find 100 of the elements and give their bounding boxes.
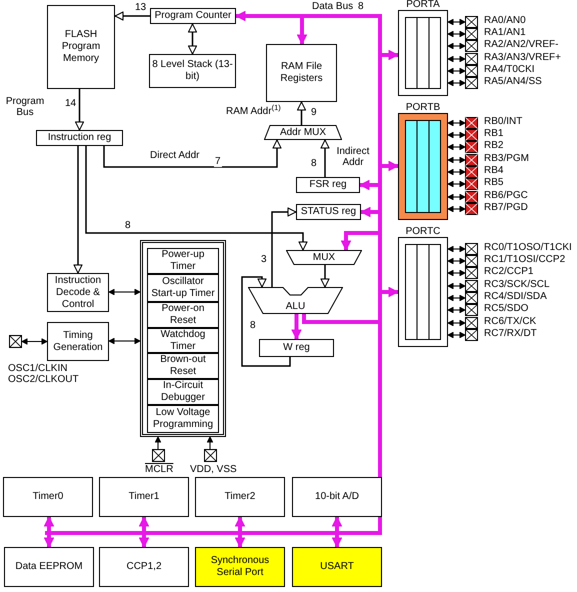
box-label: FSR reg: [308, 179, 348, 191]
register-box: [296, 177, 360, 193]
edge-label: 3: [260, 254, 268, 265]
peripheral-block: [292, 547, 382, 587]
box-label: MUX: [312, 252, 336, 264]
pin-label: OSC1/CLKIN: [8, 363, 68, 374]
port-label: PORTC: [404, 227, 442, 237]
peripheral-block: [99, 547, 189, 587]
arrow: [297, 102, 306, 125]
arrow: [448, 120, 466, 126]
pin-label: RB3/PGM: [484, 153, 530, 164]
pin-label: MCLR: [145, 464, 174, 475]
edge-label: 7: [214, 156, 222, 167]
function-box: [147, 379, 219, 405]
box-label: Synchronous Serial Port: [210, 555, 270, 579]
bus-label: Program Bus: [4, 96, 46, 118]
box-label: 8 Level Stack (13-bit): [151, 59, 234, 83]
box-label: FLASH Program Memory: [60, 29, 102, 65]
arrow: [448, 270, 466, 276]
peripheral-block: [99, 477, 189, 517]
function-box: [147, 328, 219, 353]
pin-label: RC0/T1OSO/T1CKI: [484, 242, 572, 253]
function-box: [147, 405, 219, 433]
box-label: In-Circuit Debugger: [160, 380, 206, 404]
arrow: [188, 24, 197, 54]
arrow: [360, 207, 380, 217]
box-label: Program Counter: [154, 10, 232, 22]
edge-label: 14: [64, 98, 78, 109]
arrow: [297, 16, 307, 44]
function-box: [147, 353, 219, 379]
arrow: [448, 332, 466, 338]
box-label: Instruction Decode & Control: [54, 274, 102, 310]
pin-label: VDD, VSS: [190, 464, 237, 475]
arrow: [207, 436, 213, 450]
box-label: STATUS reg: [300, 206, 358, 218]
box-label: USART: [319, 561, 355, 573]
reset-block: [140, 240, 226, 437]
arrow: [380, 50, 398, 60]
box-label: Power-on Reset: [160, 303, 206, 327]
memory-block: [266, 44, 337, 102]
box-label: Timing Generation: [52, 330, 104, 354]
arrow: [448, 181, 466, 187]
arrow: [341, 231, 380, 250]
box-label: Timer2: [224, 491, 256, 503]
box-label: Timer1: [128, 491, 160, 503]
port-label: PORTA: [405, 0, 441, 10]
arrow: [380, 161, 398, 171]
arrow: [292, 314, 302, 340]
arrow: [448, 144, 466, 150]
arrow: [271, 208, 296, 287]
pin-label: RB6/PGC: [484, 190, 528, 201]
arrow: [22, 338, 48, 344]
register-box: [296, 204, 361, 220]
control-block: [47, 322, 109, 361]
arrow: [235, 516, 245, 548]
box-label: ALU: [286, 301, 306, 313]
stack-block: [149, 54, 236, 88]
arrow: [320, 265, 330, 288]
arrow: [448, 56, 466, 62]
pin-label: RA3/AN3/VREF+: [484, 52, 561, 63]
port-label: PORTB: [404, 103, 442, 113]
pin-label: RB7/PGD: [484, 202, 528, 213]
peripheral-block: [195, 547, 285, 587]
arrow: [103, 140, 282, 168]
bus-label: Data Bus: [312, 1, 354, 12]
box-label: Low Voltage Programming: [152, 407, 214, 431]
box-label: Instruction reg: [46, 132, 112, 144]
arrow: [448, 19, 466, 25]
bus-label: RAM Addr$^{(1)}$: [226, 106, 281, 117]
arrow: [155, 436, 161, 450]
pin-label: RC3/SCK/SCL: [484, 279, 550, 290]
edge-label: 8: [124, 220, 132, 231]
peripheral-block: [195, 477, 285, 517]
pin-label: RB5: [484, 177, 504, 188]
register-box: [36, 130, 123, 146]
pin-label: RA5/AN4/SS: [484, 76, 542, 87]
register-box: [150, 8, 236, 24]
arrow: [380, 287, 398, 297]
arrow: [448, 320, 466, 326]
bus-label: Direct Addr: [150, 150, 200, 161]
connector-line: [302, 314, 380, 324]
arrow: [85, 146, 308, 250]
box-label: Oscillator Start-up Timer: [150, 276, 216, 300]
edge-label: 8: [310, 158, 318, 169]
arrow: [241, 276, 291, 367]
peripheral-block: [4, 547, 94, 587]
pin-label: RB4: [484, 165, 504, 176]
memory-block: [47, 5, 115, 89]
box-label: Power-up Timer: [160, 249, 206, 273]
peripheral-block: [292, 477, 382, 517]
bus-label: 8: [358, 1, 364, 12]
arrow: [320, 140, 330, 177]
register-box: [259, 339, 334, 357]
box-label: Timer0: [32, 491, 64, 503]
arrow: [108, 338, 140, 344]
box-label: RAM File Registers: [279, 61, 324, 85]
pin-label: RA4/T0CKI: [484, 64, 535, 75]
pin-label: RC1/T1OSI/CCP2: [484, 254, 566, 265]
arrow: [360, 180, 380, 190]
arrow: [448, 194, 466, 200]
